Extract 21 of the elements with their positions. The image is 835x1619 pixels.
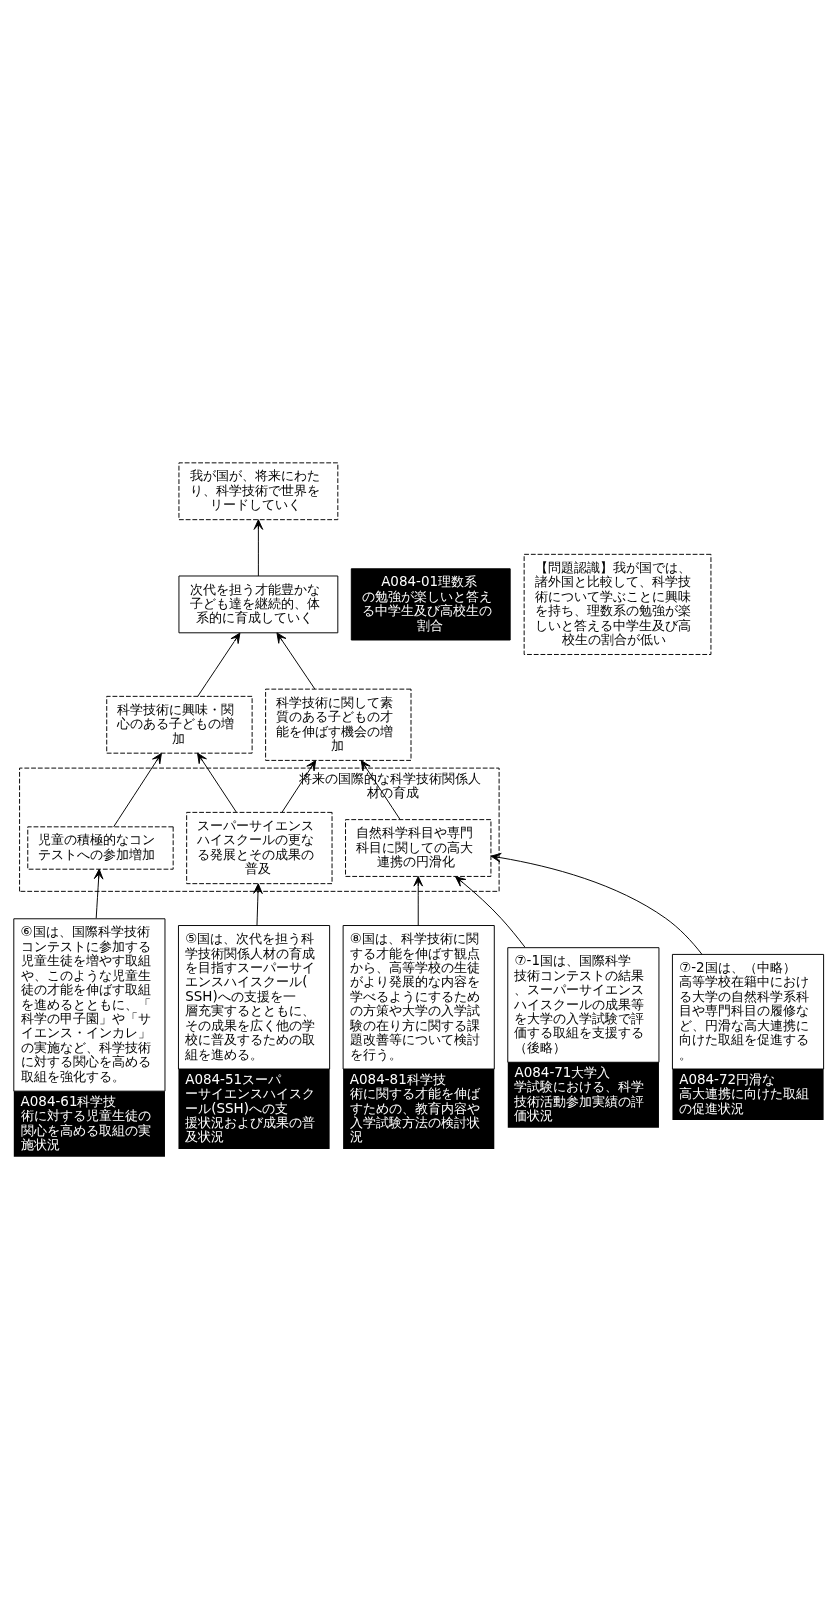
arrow	[276, 632, 316, 690]
arrow	[113, 752, 162, 828]
node-box: 児童の積極的なコンテストへの参加増加	[27, 826, 174, 870]
arrow	[253, 519, 264, 577]
arrow	[197, 752, 237, 813]
arrow	[197, 632, 241, 697]
arrow	[281, 760, 317, 813]
node-box: 次代を担う才能豊かな子ども達を継続的、体系的に育成していく	[178, 575, 339, 634]
node-box: 自然科学科目や専門科目に関しての高大連携の円滑化	[345, 819, 492, 877]
node-box: スーパーサイエンスハイスクールの更なる発展とその成果の普及	[186, 811, 333, 885]
arrow	[93, 868, 104, 919]
node-box: 科学技術に関して素質のある子どもの才能を伸ばす機会の増加	[265, 688, 412, 761]
arrow	[360, 760, 401, 820]
arrow	[253, 883, 263, 926]
arrow	[455, 876, 526, 948]
node-box: A084-01理数系の勉強が楽しいと答える中学生及び高校生の割合	[350, 568, 511, 641]
node-box: 科学技術に興味・関心のある子どもの増加	[106, 695, 253, 754]
arrow	[413, 876, 424, 926]
node-box: 我が国が、将来にわたり、科学技術で世界をリードしていく	[178, 462, 339, 521]
arrow	[490, 852, 703, 955]
node-box: 【問題認識】我が国では、諸外国と比較して、科学技術について学ぶことに興味を持ち、理数系の勉強が楽しいと答える中学生及び高校生の割合が低い	[523, 553, 712, 655]
